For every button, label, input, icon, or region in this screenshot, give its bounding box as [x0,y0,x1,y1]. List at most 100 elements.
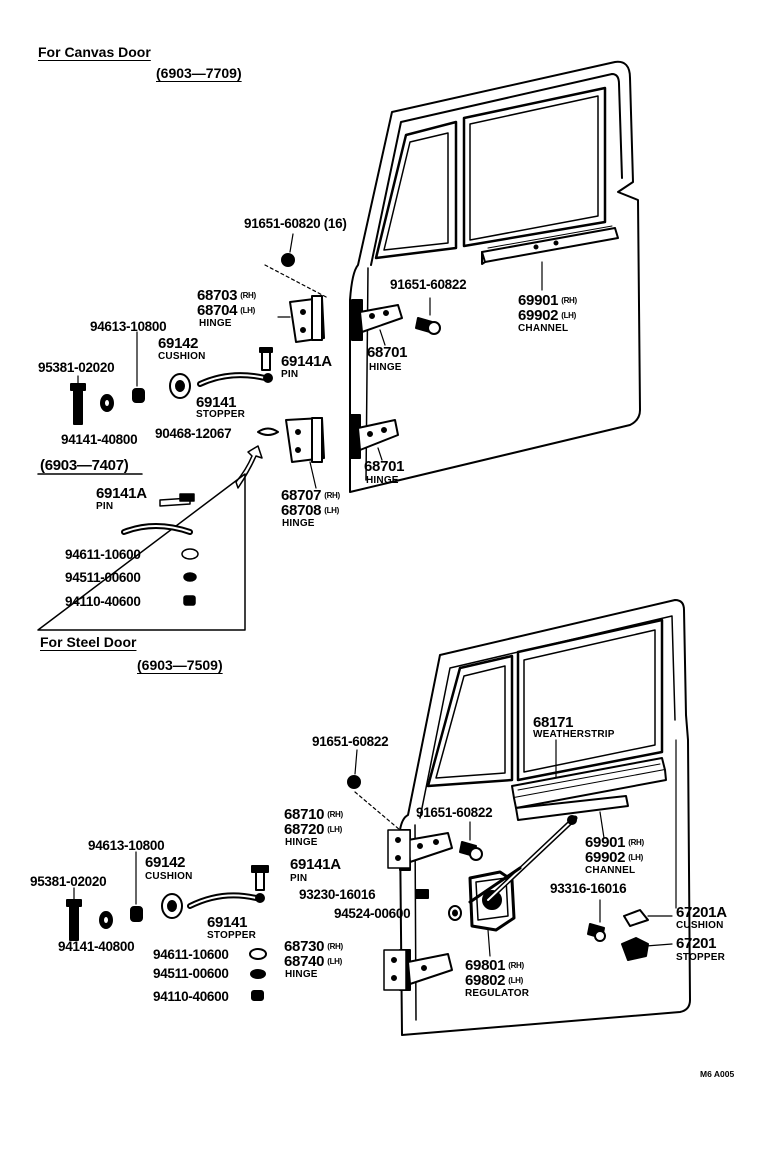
steel-stopper [187,892,265,909]
label-hinge-68730: HINGE [285,969,318,980]
steel-small-bolt [415,889,429,899]
label-68720: 68720(LH) [284,821,343,838]
label-68707: 68707(RH) [281,487,340,504]
label-steel-94611-10600: 94611-10600 [153,947,229,962]
canvas-cushion [169,373,191,399]
steel-weatherstrip [511,739,667,809]
label-69141a: 69141A [281,353,332,370]
label-hinge-68703: HINGE [199,318,232,329]
label-inset-94110-40600: 94110-40600 [65,594,141,609]
label-69141: 69141 [196,394,237,411]
steel-nut-a [130,851,143,922]
label-weatherstrip: WEATHERSTRIP [533,729,615,740]
label-steel-94141-40800: 94141-40800 [58,939,135,954]
label-steel-69142: 69142 [145,854,186,871]
canvas-loose-hinge-lower [285,417,325,489]
label-steel-69141a: 69141A [290,856,341,873]
label-91651-60822-steel-top: 91651-60822 [312,734,389,749]
label-pin-69141a: PIN [281,369,299,380]
steel-channel [515,795,629,839]
steel-long-bolt [66,887,82,941]
canvas-upper-hinge [351,299,403,346]
label-hinge-68707: HINGE [282,518,315,529]
steel-small-hardware [249,948,267,1001]
label-68730: 68730(RH) [284,938,343,955]
label-hinge-68701-lower: HINGE [366,475,399,486]
label-67201a: 67201A [676,904,727,921]
canvas-long-bolt [70,375,86,425]
label-cushion-69142: CUSHION [158,351,206,362]
steel-regulator [468,815,578,957]
footer-code: M6 A005 [700,1069,735,1079]
label-68703: 68703(RH) [197,287,256,304]
label-steel-95381-02020: 95381-02020 [30,874,107,889]
canvas-washer [100,394,114,412]
canvas-bolt-right [415,297,441,335]
label-68171: 68171 [533,714,574,731]
label-93230-16016: 93230-16016 [299,887,376,902]
steel-upper-hinge [354,791,453,871]
label-inset-94511-00600: 94511-00600 [65,570,141,585]
label-69902-steel: 69902(LH) [585,849,644,866]
canvas-nut-a [132,331,145,403]
steel-cushion [161,893,183,919]
steel-door-range: (6903—7509) [137,657,223,673]
steel-door-stopper [621,739,677,961]
label-hinge-68710: HINGE [285,837,318,848]
label-stopper-69141: STOPPER [196,409,246,420]
steel-bolt-top [347,749,361,789]
canvas-arrow [235,445,263,489]
label-94613-10800: 94613-10800 [90,319,167,334]
canvas-door-windows [374,86,607,260]
canvas-stopper [197,372,273,387]
label-cushion-67201a: CUSHION [676,920,724,931]
label-90468-12067: 90468-12067 [155,426,232,441]
canvas-bolt-top [264,233,329,299]
canvas-door-title: For Canvas Door [38,44,151,60]
label-steel-94110-40600: 94110-40600 [153,989,229,1004]
steel-lower-hinge [383,949,453,991]
inset-box [37,473,246,631]
label-68708: 68708(LH) [281,502,340,519]
label-69902-canvas: 69902(LH) [518,307,577,324]
label-67201: 67201 [676,935,717,952]
inset-range: (6903—7407) [40,457,129,474]
label-stopper-67201: STOPPER [676,952,726,963]
label-68740: 68740(LH) [284,953,343,970]
steel-washer [448,905,462,921]
label-inset-94611-10600: 94611-10600 [65,547,141,562]
label-68710: 68710(RH) [284,806,343,823]
label-channel-steel: CHANNEL [585,865,636,876]
steel-side-bolt [587,899,606,942]
label-91651-60822-steel-mid: 91651-60822 [416,805,493,820]
label-93316-16016: 93316-16016 [550,881,627,896]
label-steel-94613-10800: 94613-10800 [88,838,165,853]
label-steel-cushion: CUSHION [145,871,193,882]
steel-door-title: For Steel Door [40,634,137,650]
label-69801: 69801(RH) [465,957,524,974]
label-steel-pin: PIN [290,873,308,884]
label-inset-69141a: 69141A [96,485,147,502]
label-94141-40800: 94141-40800 [61,432,138,447]
canvas-channel [481,225,619,291]
steel-pin [251,865,269,891]
label-inset-pin: PIN [96,501,114,512]
label-channel-canvas: CHANNEL [518,323,569,334]
label-95381-02020: 95381-02020 [38,360,115,375]
label-69901-steel: 69901(RH) [585,834,644,851]
label-regulator: REGULATOR [465,988,530,999]
label-69901-canvas: 69901(RH) [518,292,577,309]
steel-bolt-mid [459,821,483,861]
label-91651-60822-canvas: 91651-60822 [390,277,467,292]
label-69802: 69802(LH) [465,972,524,989]
steel-door-windows [426,618,664,788]
label-91651-60820: 91651-60820 (16) [244,216,347,231]
canvas-pin [259,347,273,371]
canvas-clip [257,427,279,436]
label-69142: 69142 [158,335,199,352]
label-68701-upper: 68701 [367,344,408,361]
canvas-loose-hinge-upper [277,295,325,343]
label-steel-stopper: STOPPER [207,930,257,941]
